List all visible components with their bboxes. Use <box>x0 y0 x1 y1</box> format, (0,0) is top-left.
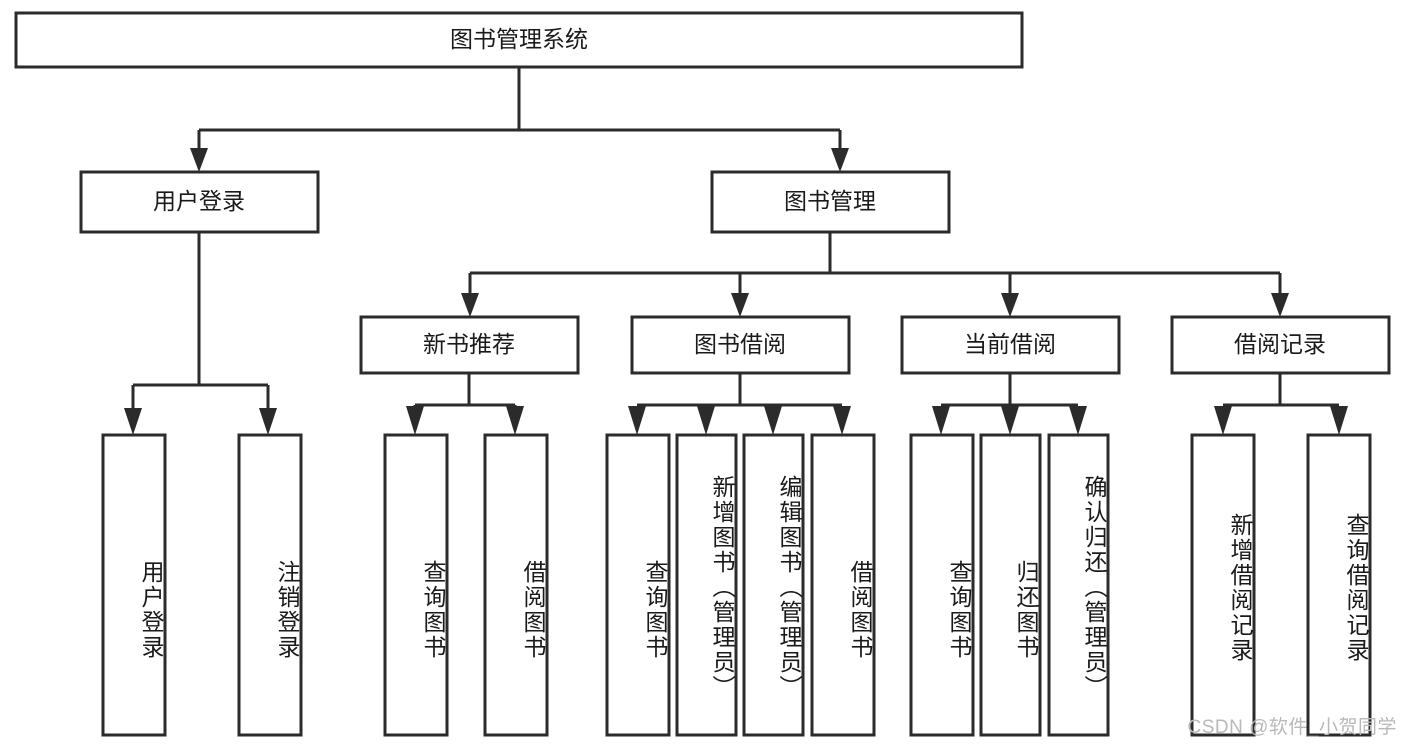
arrowhead-leaf-user-login-2 <box>259 408 277 435</box>
node-new-book-recommend-label: 新书推荐 <box>423 331 515 357</box>
leaf-box-book-borrow-2[interactable] <box>675 433 738 737</box>
arrowhead-leaf-borrow-record-1 <box>1214 406 1232 435</box>
leaf-label-borrow-record-1: 新增借阅记录 <box>1227 512 1253 663</box>
arrowhead-current-borrow <box>1001 293 1019 317</box>
arrowhead-leaf-current-borrow-2 <box>1001 406 1019 435</box>
arrowhead-leaf-book-borrow-1 <box>628 406 646 435</box>
arrowhead-book-borrow <box>731 293 749 317</box>
node-current-borrow-label: 当前借阅 <box>964 331 1056 357</box>
arrowhead-leaf-current-borrow-3 <box>1069 406 1087 435</box>
arrowhead-leaf-book-borrow-4 <box>833 406 851 435</box>
arrowhead-book-mgmt <box>831 148 849 172</box>
node-root-system[interactable] <box>14 11 1024 69</box>
leaf-label-current-borrow-2: 归还图书 <box>1013 560 1039 660</box>
leaf-box-borrow-record-1[interactable] <box>1190 433 1256 737</box>
leaf-label-book-borrow-3: 编辑图书（管理员） <box>776 474 802 700</box>
leaf-box-current-borrow-2[interactable] <box>979 433 1042 737</box>
leaf-label-current-borrow-1: 查询图书 <box>946 560 972 660</box>
leaf-box-new-book-2[interactable] <box>483 433 549 737</box>
arrowhead-user-login <box>190 148 208 172</box>
arrowhead-leaf-user-login-1 <box>124 408 142 435</box>
arrowhead-leaf-new-book-2 <box>506 406 524 435</box>
node-user-login-label: 用户登录 <box>153 188 245 214</box>
leaf-label-book-borrow-2: 新增图书（管理员） <box>709 474 735 700</box>
arrowhead-leaf-borrow-record-2 <box>1330 406 1348 435</box>
arrowhead-new-book <box>461 293 479 317</box>
leaf-box-user-login-2[interactable] <box>237 433 303 737</box>
leaf-label-book-borrow-1: 查询图书 <box>642 560 668 660</box>
node-book-management-label: 图书管理 <box>784 188 876 214</box>
node-current-borrow[interactable] <box>900 315 1121 375</box>
leaf-box-current-borrow-3[interactable] <box>1047 433 1110 737</box>
arrowhead-leaf-book-borrow-3 <box>764 406 782 435</box>
leaf-label-new-book-1: 查询图书 <box>420 560 446 660</box>
leaf-box-current-borrow-1[interactable] <box>909 433 975 737</box>
arrowhead-borrow-record <box>1271 293 1289 317</box>
node-book-borrow-label: 图书借阅 <box>694 331 786 357</box>
leaf-label-borrow-record-2: 查询借阅记录 <box>1343 512 1369 663</box>
leaf-label-new-book-2: 借阅图书 <box>520 560 546 660</box>
csdn-watermark: CSDN @软件_小贺同学 <box>1187 717 1397 738</box>
node-new-book-recommend[interactable] <box>359 315 580 375</box>
arrowhead-leaf-new-book-1 <box>406 406 424 435</box>
leaf-box-book-borrow-1[interactable] <box>605 433 671 737</box>
leaf-box-borrow-record-2[interactable] <box>1306 433 1372 737</box>
node-book-borrow[interactable] <box>630 315 851 375</box>
node-borrow-record-label: 借阅记录 <box>1234 331 1326 357</box>
leaf-box-book-borrow-3[interactable] <box>742 433 805 737</box>
leaf-label-book-borrow-4: 借阅图书 <box>847 560 873 660</box>
arrowhead-leaf-current-borrow-1 <box>932 406 950 435</box>
leaf-label-current-borrow-3: 确认归还（管理员） <box>1081 474 1107 700</box>
leaf-box-user-login-1[interactable] <box>101 433 167 737</box>
arrowhead-leaf-book-borrow-2 <box>697 406 715 435</box>
leaf-label-user-login-2: 注销登录 <box>274 560 300 660</box>
leaf-box-new-book-1[interactable] <box>383 433 449 737</box>
leaf-box-book-borrow-4[interactable] <box>810 433 876 737</box>
node-root-system-label: 图书管理系统 <box>450 26 588 52</box>
leaf-label-user-login-1: 用户登录 <box>138 560 164 660</box>
